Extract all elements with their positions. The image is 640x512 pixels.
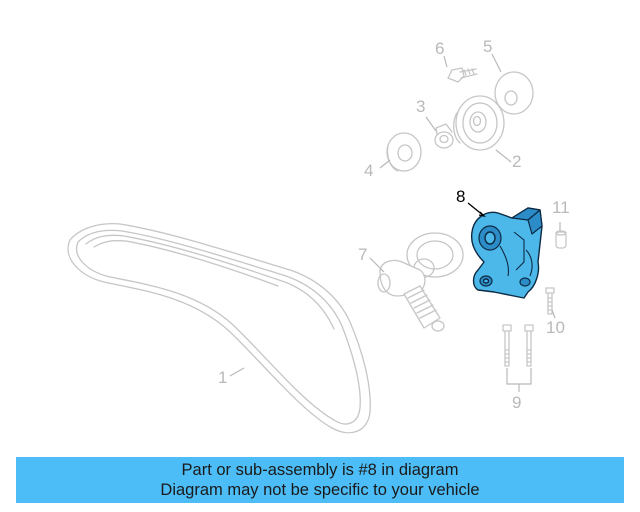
tensioner-part-7 xyxy=(377,232,464,332)
callout-8[interactable]: 8 xyxy=(456,187,465,206)
callout-9: 9 xyxy=(512,393,521,412)
belt-part-1 xyxy=(67,222,371,434)
leader-lines xyxy=(229,53,561,392)
dust-cap-part-5 xyxy=(494,71,534,115)
callout-6: 6 xyxy=(435,39,444,58)
bolts-part-9 xyxy=(502,324,534,367)
callout-3: 3 xyxy=(416,97,425,116)
caption-line-part: Part or sub-assembly is #8 in diagram xyxy=(181,461,459,479)
bracket-part-8-highlighted[interactable] xyxy=(470,207,543,299)
caption-line-disclaimer: Diagram may not be specific to your vehi… xyxy=(160,481,480,499)
callout-5: 5 xyxy=(483,37,492,56)
idler-pulley-part-2 xyxy=(453,95,505,151)
callout-1: 1 xyxy=(218,368,227,387)
callout-4: 4 xyxy=(364,161,373,180)
bolt-part-6 xyxy=(447,67,478,83)
callout-7: 7 xyxy=(358,245,367,264)
callout-10: 10 xyxy=(546,318,565,337)
spacer-part-3 xyxy=(434,123,454,149)
washer-part-4 xyxy=(386,132,422,172)
bolt-part-10 xyxy=(545,287,555,315)
cap-part-11 xyxy=(555,230,567,249)
part-info-banner: Part or sub-assembly is #8 in diagram Di… xyxy=(16,457,624,503)
callout-2: 2 xyxy=(512,152,521,171)
callout-11: 11 xyxy=(552,198,570,217)
